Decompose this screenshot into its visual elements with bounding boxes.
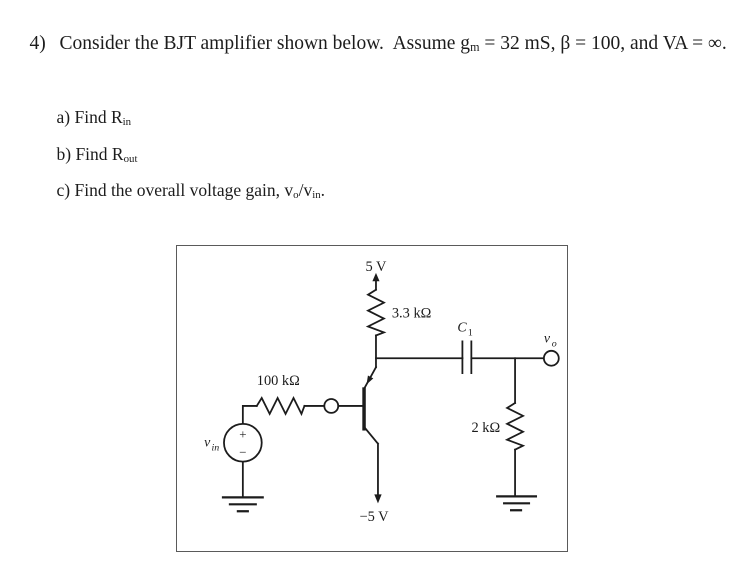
gm-subscript: m — [470, 39, 480, 54]
problem-number: 4) — [29, 32, 46, 54]
part-a-text: a) Find R — [56, 106, 123, 127]
part-c-period: . — [320, 179, 326, 200]
statement-text: Consider the BJT amplifier shown below. … — [59, 32, 471, 54]
collector-resistor-label: 3.3 kΩ — [392, 306, 431, 322]
supply-5v-label: 5 V — [366, 259, 388, 275]
input-source-symbol — [223, 422, 263, 463]
ground-right-symbol — [496, 495, 538, 512]
input-source-label-sub: in — [212, 443, 220, 454]
part-c-mid-text: /v — [298, 179, 313, 200]
transistor-collector-lead — [362, 425, 380, 497]
rout-subscript: out — [123, 152, 138, 165]
part-a: a) Find Rin — [39, 91, 132, 145]
supply-5v-arrowhead — [372, 272, 380, 282]
output-terminal — [542, 349, 560, 367]
negative-supply-label: −5 V — [359, 509, 389, 525]
part-c-text: c) Find the overall voltage gain, v — [56, 179, 294, 200]
output-label: v — [544, 331, 551, 346]
emitter-arrowhead — [366, 375, 374, 385]
statement-text-post: = 32 mS, β = 100, and VA = ∞. — [479, 32, 727, 54]
vo-subscript: o — [293, 188, 299, 201]
source-top-wire — [241, 405, 258, 425]
base-node-terminal — [323, 398, 340, 414]
capacitor-label-sub: 1 — [468, 327, 473, 338]
problem-statement: 4) Consider the BJT amplifier shown below… — [10, 14, 727, 73]
source-plus-sign: + — [239, 427, 246, 442]
vin-subscript: in — [312, 188, 321, 201]
circuit-diagram: 5 V 3.3 kΩ C 1 v o 100 kΩ 2 kΩ v in + − … — [204, 259, 560, 525]
collector-resistor-symbol — [365, 288, 387, 337]
load-resistor-symbol — [504, 401, 526, 451]
input-source-label: v — [204, 436, 211, 451]
part-c: c) Find the overall voltage gain, vo/vin… — [39, 164, 326, 218]
base-resistor-label: 100 kΩ — [257, 373, 300, 389]
capacitor-symbol — [461, 340, 473, 375]
load-resistor-label: 2 kΩ — [471, 420, 500, 436]
ground-left-symbol — [221, 496, 264, 513]
base-resistor-symbol — [255, 396, 306, 417]
capacitor-label: C — [457, 320, 467, 335]
negative-supply-arrowhead — [374, 494, 382, 504]
rin-subscript: in — [122, 115, 132, 128]
part-b-text: b) Find R — [56, 143, 124, 164]
part-b: b) Find Rout — [39, 128, 138, 182]
output-label-sub: o — [552, 338, 557, 349]
circuit-figure-box: 5 V 3.3 kΩ C 1 v o 100 kΩ 2 kΩ v in + − … — [176, 245, 568, 552]
source-minus-sign: − — [239, 445, 246, 460]
